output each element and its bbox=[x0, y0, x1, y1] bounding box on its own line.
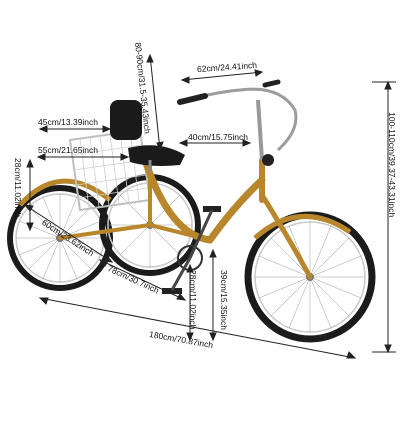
pedal-height-label: 28cm/11.02inch bbox=[188, 270, 198, 330]
dimension-lines bbox=[23, 53, 396, 359]
rear-fender bbox=[18, 178, 112, 207]
bicycle-frame bbox=[58, 156, 313, 280]
basket-height-label: 28cm/11.02inch bbox=[13, 158, 23, 218]
pedal-left bbox=[162, 288, 182, 294]
front-fender bbox=[253, 213, 352, 240]
basket-top-width-label: 45cm/13.39inch bbox=[38, 117, 99, 127]
overall-height-label: 100-110cm/39.37-43.31inch bbox=[387, 112, 397, 218]
frame-height-label: 39cm/15.35inch bbox=[219, 270, 229, 331]
basket-bottom-width-label: 55cm/21.65inch bbox=[38, 145, 99, 155]
seat-to-handlebar-label: 40cm/15.75inch bbox=[188, 132, 249, 142]
pedal-right bbox=[203, 206, 221, 212]
handlebar bbox=[177, 79, 298, 166]
saddle bbox=[110, 100, 185, 172]
